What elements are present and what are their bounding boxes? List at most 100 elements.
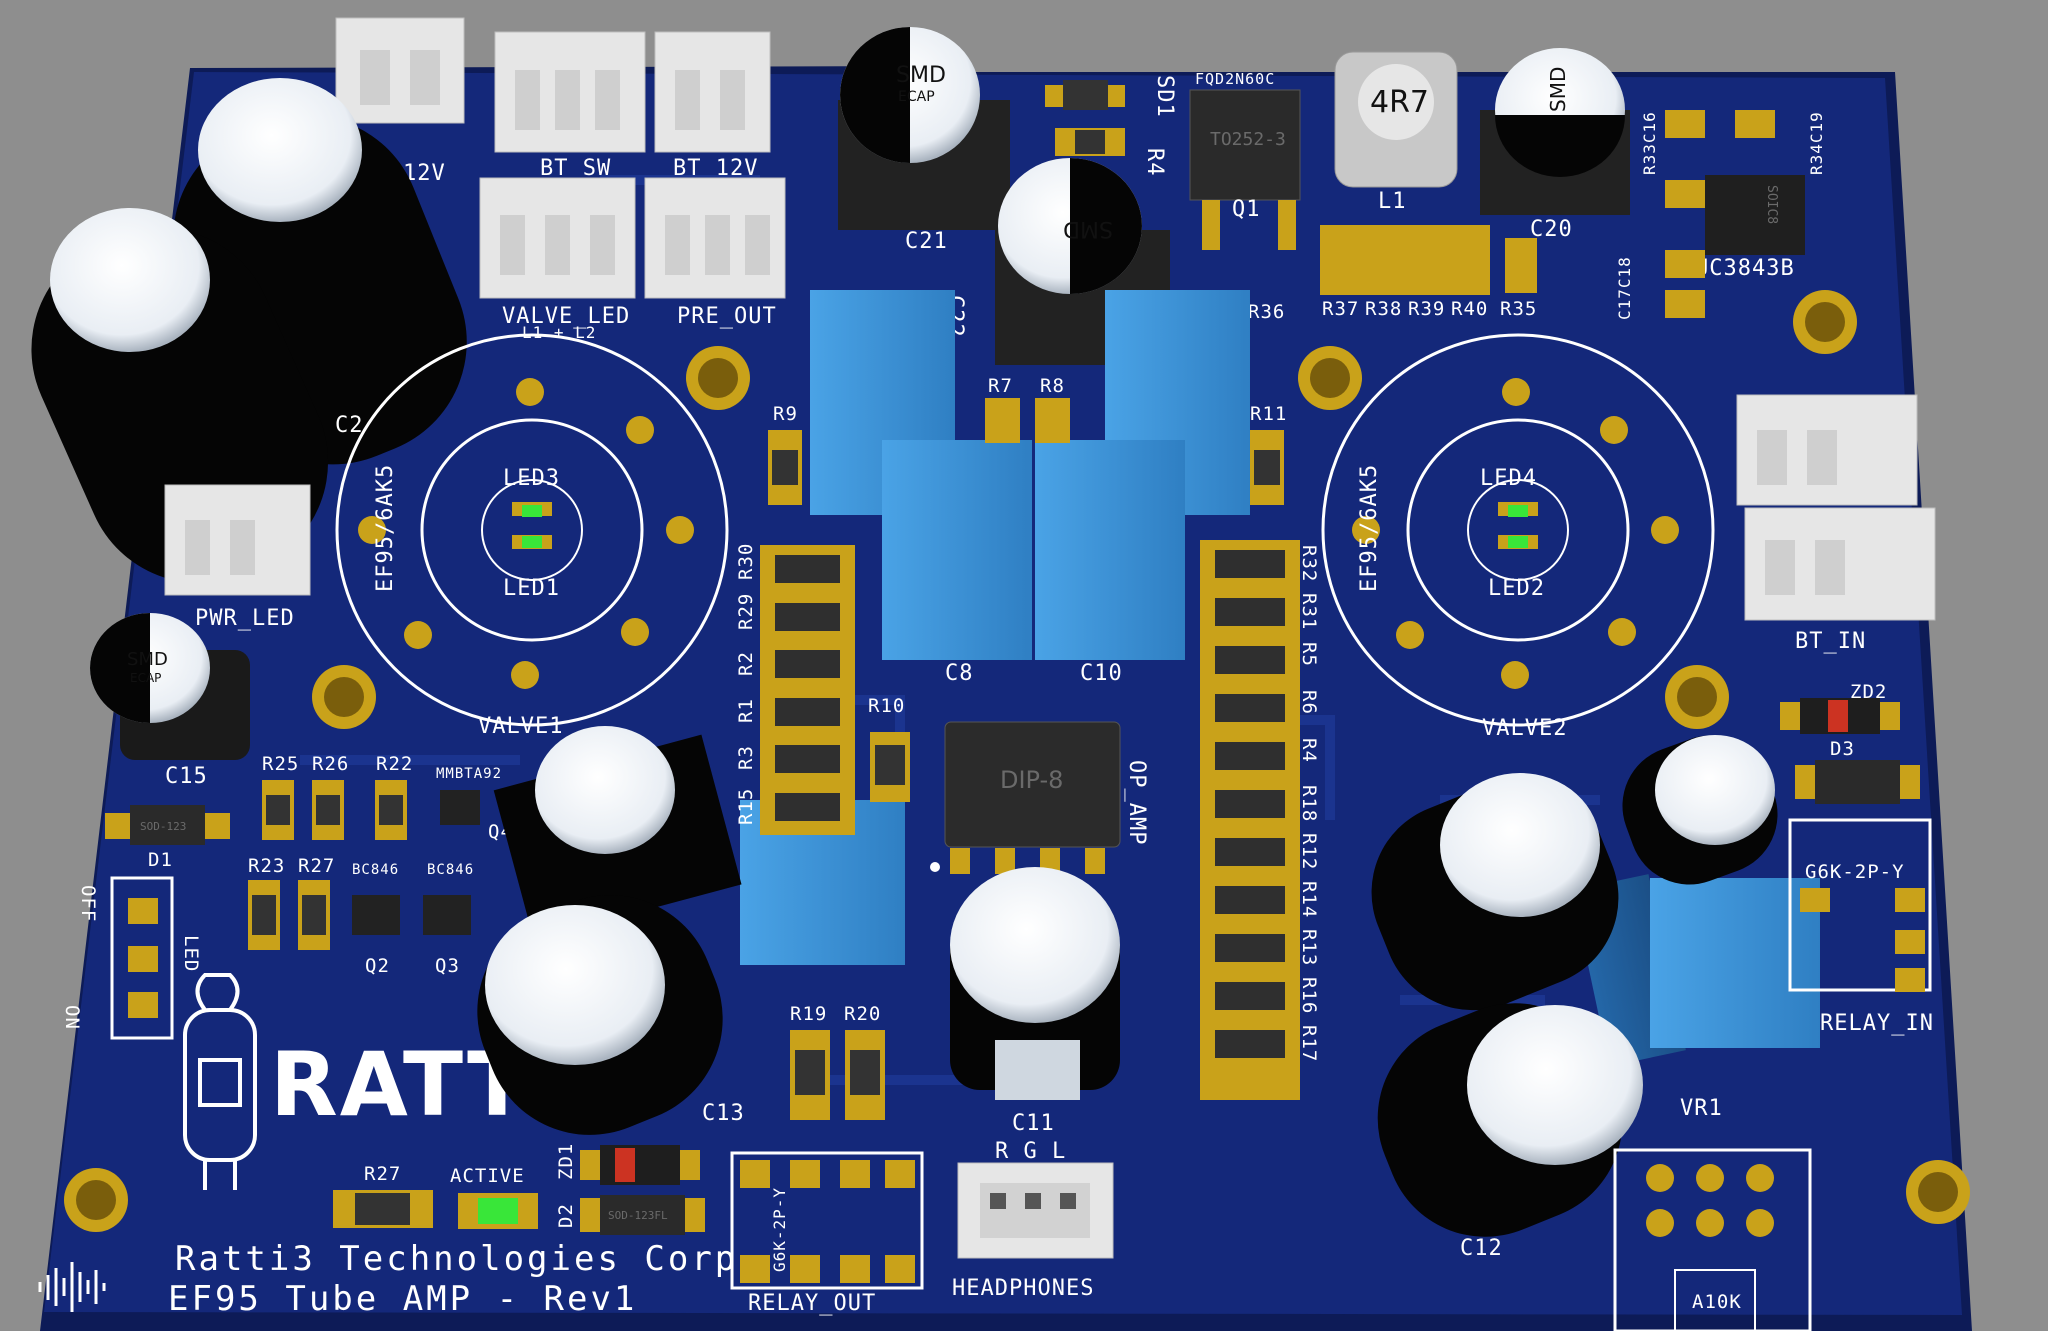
c15-smd-label: SMD <box>127 649 168 670</box>
product-name: EF95 Tube AMP - Rev1 <box>168 1279 637 1319</box>
label-relay-in-part: G6K-2P-Y <box>1805 861 1905 883</box>
label-led2: LED2 <box>1488 576 1545 601</box>
capacitor-c13 <box>477 726 742 1135</box>
d2-body: SOD-123FL <box>608 1209 668 1222</box>
label-r4: R4 <box>1298 738 1320 763</box>
label-c21: C21 <box>905 229 948 254</box>
label-led4: LED4 <box>1480 466 1537 491</box>
tube-logo-icon <box>183 973 257 1190</box>
label-r37: R37 <box>1322 298 1359 320</box>
capacitor-c15 <box>90 613 250 760</box>
label-r23: R27 <box>298 855 335 877</box>
label-off: OFF <box>77 885 99 922</box>
resistors-r19-r20 <box>790 1030 885 1120</box>
connector-bt-sw[interactable] <box>494 31 646 153</box>
label-r17: R17 <box>1298 1025 1320 1062</box>
label-relay-in: RELAY_IN <box>1820 1011 1934 1036</box>
label-r19: R19 <box>790 1003 827 1025</box>
label-pwr-led: PWR_LED <box>195 606 295 631</box>
switch-header[interactable] <box>110 876 174 1040</box>
label-r35: R35 <box>1500 298 1537 320</box>
label-bt-sw: BT_SW <box>540 156 611 181</box>
capacitor-c11 <box>950 867 1120 1100</box>
label-r5: R5 <box>1298 642 1320 667</box>
label-active: ACTIVE <box>450 1165 525 1187</box>
label-r25: R26 <box>312 753 349 775</box>
led3 <box>522 505 542 517</box>
label-r11: R11 <box>1250 403 1287 425</box>
label-valve-led-sub: L1 + L2 <box>522 323 596 342</box>
mosfet-q1 <box>1189 89 1301 250</box>
connector-bt-12v[interactable] <box>654 31 771 153</box>
resistors-r22-r23 <box>248 880 330 950</box>
diode-d3 <box>1795 760 1920 804</box>
label-r18: R18 <box>1298 785 1320 822</box>
label-r10: R10 <box>868 695 905 717</box>
resistor-r7-r8 <box>985 398 1070 443</box>
label-r24: R25 <box>262 753 299 775</box>
label-valve2-type: EF95/6AK5 <box>1357 464 1382 592</box>
resistor-r10 <box>870 732 910 802</box>
potentiometer-vr1[interactable] <box>1613 1148 1812 1331</box>
label-d1: D1 <box>148 849 173 871</box>
mounting-holes <box>64 290 1970 1232</box>
led4 <box>1508 505 1528 517</box>
d1-body: SOD-123 <box>140 820 186 833</box>
led1 <box>522 536 542 548</box>
waveform-icon <box>38 1262 106 1312</box>
diode-zd1 <box>580 1145 700 1185</box>
label-r9: R9 <box>773 403 798 425</box>
label-l1: L1 <box>1378 189 1407 214</box>
label-r6: R6 <box>1298 690 1320 715</box>
label-r4-top: R4 <box>1142 148 1167 177</box>
label-d2: D2 <box>555 1203 577 1228</box>
label-r13: R13 <box>1298 929 1320 966</box>
connector-12v[interactable] <box>335 17 465 124</box>
label-d3: D3 <box>1830 738 1855 760</box>
connector-pre-out[interactable] <box>644 177 786 299</box>
label-r2: R2 <box>735 651 757 676</box>
label-pre-out: PRE_OUT <box>677 304 777 329</box>
label-a10k: A10K <box>1692 1291 1742 1313</box>
connector-pwr-led[interactable] <box>164 484 311 596</box>
resistor-r4-top <box>1055 128 1125 156</box>
label-r36: R36 <box>1248 301 1285 323</box>
label-r15: R15 <box>735 788 757 825</box>
capacitor-c21 <box>838 27 1010 230</box>
transistors-q2-q3 <box>352 895 471 935</box>
label-headphones-pins: R G L <box>995 1139 1066 1164</box>
label-r30: R30 <box>735 543 757 580</box>
connector-headphones[interactable] <box>957 1162 1114 1259</box>
label-bt-12v: BT_12V <box>673 156 758 181</box>
label-r27: R27 <box>364 1163 401 1185</box>
label-led3: LED3 <box>503 466 560 491</box>
diode-sd1 <box>1045 80 1125 110</box>
label-r32: R32 <box>1298 545 1320 582</box>
c21-ecap-label: ECAP <box>898 89 935 105</box>
label-valve1-type: EF95/6AK5 <box>373 464 398 592</box>
resistors-r24-r26 <box>262 780 407 840</box>
resistor-row-top <box>1320 225 1537 295</box>
label-relay-out-part: G6K-2P-Y <box>770 1187 789 1272</box>
label-4r7: 4R7 <box>1370 85 1429 120</box>
label-sd1: SD1 <box>1152 75 1177 118</box>
label-valve2: VALVE2 <box>1482 716 1567 741</box>
connector-bt-in[interactable] <box>1736 394 1936 621</box>
label-r8: R8 <box>1040 375 1065 397</box>
connector-valve-led[interactable] <box>479 177 636 299</box>
label-op-amp: OP_AMP <box>1124 760 1149 845</box>
inductor-l1 <box>1334 51 1458 188</box>
label-zd1: ZD1 <box>555 1143 577 1180</box>
label-r29: R29 <box>735 593 757 630</box>
label-dip8: DIP-8 <box>1000 766 1063 794</box>
diode-zd2 <box>1780 698 1900 734</box>
label-bc846-a: BC846 <box>352 862 399 878</box>
label-c13: C13 <box>702 1101 745 1126</box>
c21-smd-label: SMD <box>896 63 946 88</box>
label-c12: C12 <box>1460 1236 1503 1261</box>
resistor-column-right <box>1200 540 1300 1100</box>
relay-out-footprint <box>730 1151 924 1290</box>
label-led: LED <box>180 935 202 972</box>
c22-smd-label: SMD <box>1063 216 1113 241</box>
company-name: Ratti3 Technologies Corp <box>175 1239 738 1279</box>
